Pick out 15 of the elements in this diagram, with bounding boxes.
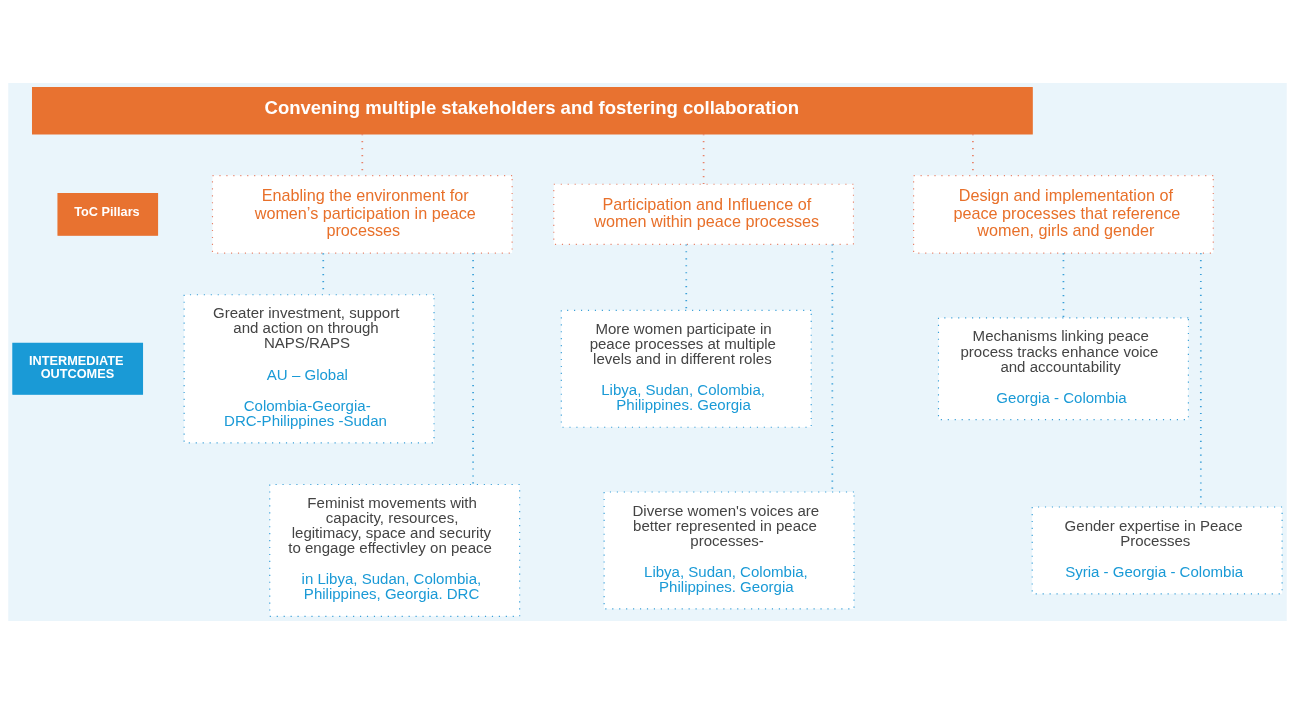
- connector: [1062, 252, 1065, 319]
- node-box: Gender expertise in Peace Processes Syria - Georgia - Colombia: [1031, 506, 1283, 595]
- node-box: Convening multiple stakeholders and fostering collaboration: [32, 87, 1033, 135]
- node-box: Enabling the environment for women’s participation in peace processes: [211, 175, 513, 254]
- node-box: Design and implementation of peace processes that reference women, girls and gender: [913, 175, 1214, 254]
- node-box: Feminist movements with capacity, resources, legitimacy, space and security to engage effectivley on peace in Libya, Sudan, Colombia, Philippines, Georgia. DRC: [269, 483, 521, 617]
- node-box: ToC Pillars: [57, 192, 159, 236]
- node-box: More women participate in peace processes at multiple levels and in different roles Libya, Sudan, Colombia, Philippines. Georgia: [560, 309, 812, 428]
- connector: [472, 252, 474, 486]
- node-box: INTERMEDIATE OUTCOMES: [12, 342, 144, 395]
- connector: [702, 133, 705, 186]
- node-box: Diverse women's voices are better represented in peace processes- Libya, Sudan, Colombia, Philippines. Georgia: [603, 491, 855, 610]
- node-box: Mechanisms linking peace process tracks enhance voice and accountability Georgia - Colombia: [937, 317, 1189, 421]
- node-box: Participation and Influence of women within peace processes: [553, 183, 855, 245]
- node-box: Greater investment, support and action on through NAPS/RAPS AU – Global Colombia-Georgia- DRC-Philippines -Sudan: [183, 294, 435, 444]
